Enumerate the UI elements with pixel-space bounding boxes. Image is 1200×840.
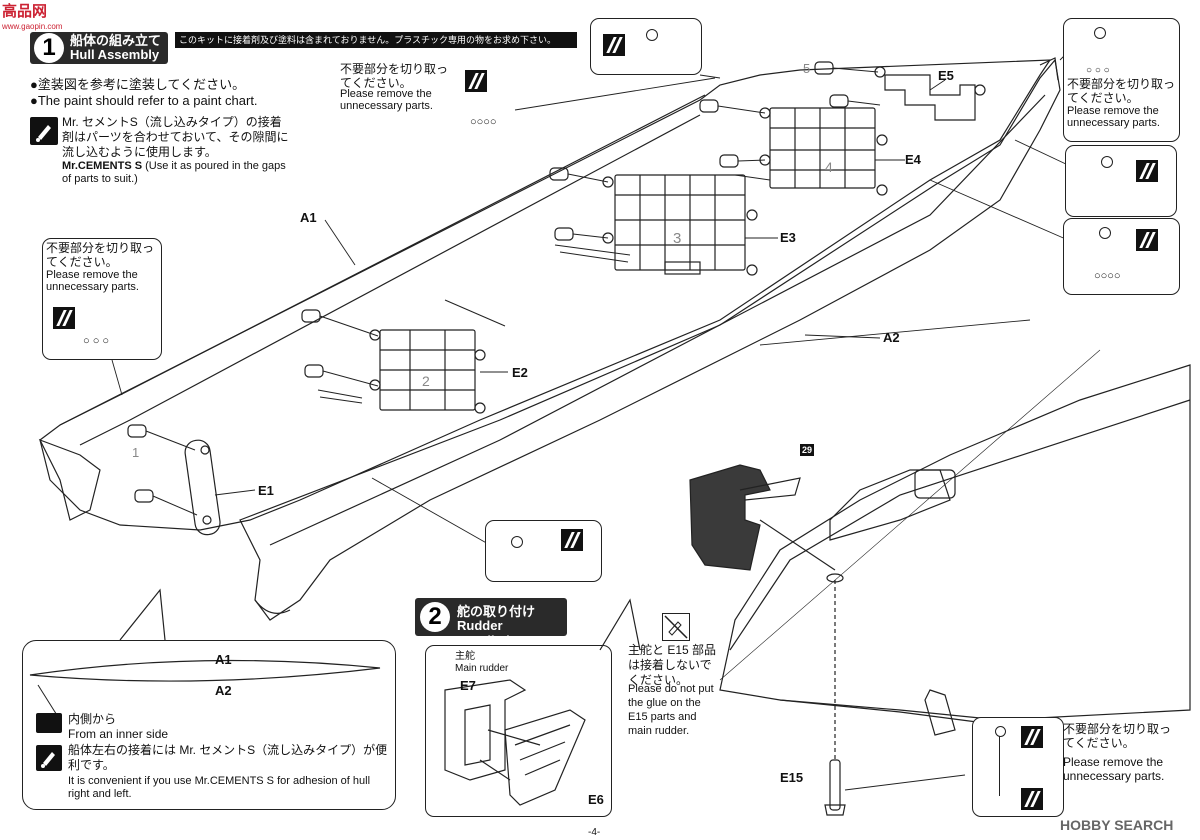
- gate-icon: [1099, 227, 1111, 239]
- noglue-jp: 主舵と E15 部品は接着しないでください。: [628, 643, 717, 687]
- step1-number: 1: [34, 33, 64, 63]
- label-e15: E15: [780, 770, 804, 785]
- cement-note-en-text: (Use it as poured in the gaps of parts t…: [62, 160, 286, 185]
- callout-bottom-mid: [485, 520, 602, 582]
- seat-e2: [369, 329, 486, 414]
- label-e2: E2: [512, 365, 528, 380]
- cut-icon: [53, 307, 75, 329]
- rudder-painted: [689, 464, 771, 571]
- remove-note-top-jp: 不要部分を切り取ってください。: [340, 62, 449, 90]
- sprue-dots: ○○○○: [1094, 270, 1121, 282]
- step2-header: 2 舵の取り付け Rudder Installation: [415, 598, 567, 648]
- cut-icon: [1136, 160, 1158, 182]
- sprue-dots: ○ ○ ○: [83, 335, 110, 347]
- seat-num-3: 3: [673, 230, 682, 247]
- sprue-dots: ○ ○ ○: [1086, 65, 1110, 76]
- gate-icon: [511, 536, 523, 548]
- hull-cement-en: It is convenient if you use Mr.CEMENTS S…: [68, 775, 371, 800]
- inner-side-jp: 内側から: [68, 712, 117, 726]
- remove-note-left-en: Please remove the unnecessary parts.: [46, 269, 139, 293]
- rudder-parts: [444, 679, 586, 806]
- stern-e1: [184, 439, 221, 536]
- inner-side-en: From an inner side: [68, 727, 169, 741]
- cut-icon: [603, 34, 625, 56]
- seat-e4: [759, 107, 888, 196]
- inner-side-icon: [36, 713, 62, 733]
- step2-title-en: Rudder Installation: [457, 618, 526, 648]
- paint-note-en: ●The paint should refer to a paint chart…: [30, 93, 258, 108]
- callout-remove-bottom-right: [972, 717, 1064, 817]
- notice-banner: このキットに接着剤及び塗料は含まれておりません。プラスチック専用の物をお求め下さ…: [175, 32, 577, 48]
- callout-right-top: ○ ○ ○ 不要部分を切り取ってください。 Please remove the …: [1063, 18, 1180, 142]
- label-e6: E6: [588, 792, 604, 807]
- cut-icon: [1136, 229, 1158, 251]
- paint-note-jp: ●塗装図を参考に塗装してください。: [30, 77, 246, 92]
- watermark-right: HOBBY SEARCH: [1060, 817, 1174, 833]
- cement-note-en: Mr.CEMENTS S (Use it as poured in the ga…: [62, 160, 292, 186]
- label-a1: A1: [300, 210, 317, 225]
- remove-note-right1-en: Please remove the unnecessary parts.: [1067, 105, 1160, 129]
- hull-lower: [719, 364, 1191, 721]
- step1-header: 1 船体の組み立て Hull Assembly: [30, 32, 168, 64]
- seat-e5: [874, 66, 986, 121]
- step1-title-jp: 船体の組み立て: [70, 33, 162, 48]
- step2-number: 2: [420, 602, 450, 632]
- seat-e3: [602, 174, 758, 276]
- label-e7: E7: [460, 678, 476, 693]
- watermark-left: 高品网: [2, 3, 48, 20]
- seat-num-5: 5: [803, 61, 811, 76]
- step2-title-jp: 舵の取り付け: [457, 604, 536, 619]
- cut-icon: [1021, 726, 1043, 748]
- page-number: -4-: [588, 827, 601, 838]
- cut-icon: [1021, 788, 1043, 810]
- seat-num-4: 4: [825, 159, 833, 175]
- label-a2-section: A2: [215, 683, 232, 698]
- gate-icon: [646, 29, 658, 41]
- callout-right-mid: [1065, 145, 1177, 217]
- label-e1: E1: [258, 483, 274, 498]
- watermark-left-sub: www.gaopin.com: [2, 22, 63, 31]
- seat-num-2: 2: [422, 373, 430, 389]
- cut-icon: [465, 70, 487, 92]
- hull-cement-jp: 船体左右の接着には Mr. セメントS（流し込みタイプ）が便利です。: [68, 743, 388, 772]
- cement-note-jp: Mr. セメントS（流し込みタイプ）の接着剤はパーツを合わせておいて、その隙間に…: [62, 115, 289, 159]
- sprue-stick: [999, 736, 1000, 796]
- callout-hull-section: [22, 640, 396, 810]
- remove-note-right1-jp: 不要部分を切り取ってください。: [1067, 77, 1176, 105]
- callout-right-low: ○○○○: [1063, 218, 1180, 295]
- label-e5: E5: [938, 68, 954, 83]
- cement-icon: [30, 117, 58, 145]
- label-a1-section: A1: [215, 652, 232, 667]
- callout-top-mid: [590, 18, 702, 75]
- remove-note-br-jp: 不要部分を切り取ってください。: [1063, 722, 1172, 750]
- hull-transom: [38, 438, 101, 521]
- noglue-en: Please do not put the glue on the E15 pa…: [628, 683, 714, 737]
- label-e4: E4: [905, 152, 921, 167]
- gate-icon: [1094, 27, 1106, 39]
- hull-section: [29, 659, 381, 682]
- main-rudder-jp: 主舵: [455, 651, 475, 662]
- hull-a1-gunwale: [59, 94, 706, 426]
- label-e3: E3: [780, 230, 796, 245]
- main-rudder-en: Main rudder: [455, 663, 509, 674]
- hull-a2: [239, 58, 1061, 621]
- gate-icon: [1101, 156, 1113, 168]
- step1-title-en: Hull Assembly: [70, 47, 160, 62]
- remove-note-left-jp: 不要部分を切り取ってください。: [46, 241, 155, 269]
- callout-rudder: [425, 645, 612, 817]
- no-glue-icon: [662, 613, 690, 641]
- sprue-dots: ○○○○: [470, 116, 497, 128]
- remove-note-top-en: Please remove the unnecessary parts.: [340, 88, 433, 112]
- gate-icon: [995, 726, 1006, 737]
- seat-num-1: 1: [132, 445, 140, 460]
- paint-code-badge: 29: [800, 444, 814, 456]
- remove-note-br-en: Please remove the unnecessary parts.: [1063, 755, 1165, 783]
- cement-icon: [36, 745, 62, 771]
- label-a2: A2: [883, 330, 900, 345]
- cement-note-en-bold: Mr.CEMENTS S: [62, 160, 143, 172]
- cut-icon: [561, 529, 583, 551]
- callout-remove-left: 不要部分を切り取ってください。 Please remove the unnece…: [42, 238, 162, 360]
